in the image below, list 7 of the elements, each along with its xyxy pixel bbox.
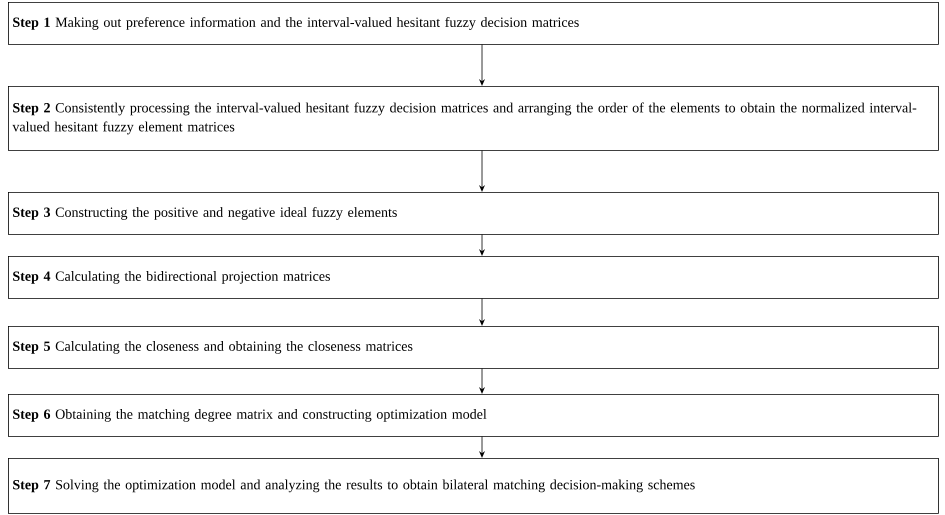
step-box: Step 7 Solving the optimization model and analyzing the results to obtain bilateral matching decision-making schemes — [8, 458, 939, 514]
step-box: Step 2 Consistently processing the interval-valued hesitant fuzzy decision matrices and arranging the order of the elements to obtain the normalized interval-valued hesitant fuzzy element matrices — [8, 86, 939, 151]
step-box: Step 1 Making out preference information and the interval-valued hesitant fuzzy decision matrices — [8, 2, 939, 45]
step-box: Step 5 Calculating the closeness and obtaining the closeness matrices — [8, 326, 939, 369]
step-box: Step 3 Constructing the positive and negative ideal fuzzy elements — [8, 192, 939, 235]
step-box: Step 6 Obtaining the matching degree matrix and constructing optimization model — [8, 394, 939, 437]
step-box: Step 4 Calculating the bidirectional projection matrices — [8, 256, 939, 299]
